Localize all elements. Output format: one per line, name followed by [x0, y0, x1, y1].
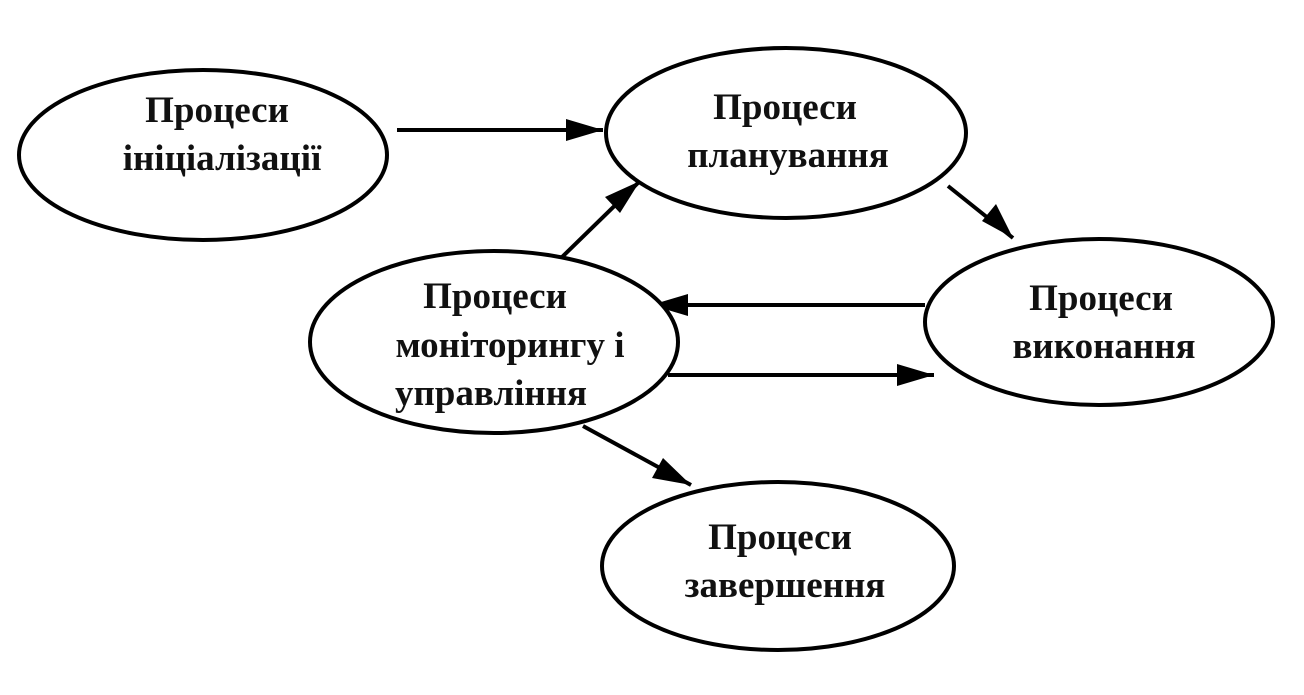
edge-monitoring-to-planning [557, 179, 642, 262]
node-planning: Процеси планування [604, 46, 968, 220]
node-monitoring: Процеси моніторингу і управління [308, 249, 680, 435]
node-execution-line-1: Процеси [1029, 278, 1173, 319]
arrowhead [566, 119, 603, 141]
edge-planning-to-execution [946, 184, 1015, 240]
node-monitoring-line-1: Процеси [423, 276, 567, 317]
node-closing: Процеси завершення [600, 480, 956, 652]
node-monitoring-line-3: управління [395, 373, 587, 414]
node-execution-line-2: виконання [1012, 326, 1195, 367]
node-monitoring-line-2: моніторингу і [395, 325, 624, 366]
node-execution: Процеси виконання [923, 237, 1275, 407]
node-closing-line-2: завершення [685, 565, 886, 606]
arrowhead [652, 458, 691, 485]
edge-execution-to-monitoring [651, 294, 925, 316]
node-planning-line-1: Процеси [713, 87, 857, 128]
node-initiation-line-1: Процеси [145, 90, 289, 131]
node-planning-line-2: планування [687, 135, 889, 176]
arrowhead [605, 181, 640, 213]
node-initiation-line-2: ініціалізації [123, 138, 322, 179]
arrowhead [897, 364, 934, 386]
arrowhead [982, 204, 1013, 238]
edge-monitoring-to-closing [582, 424, 692, 487]
node-initiation: Процеси ініціалізації [17, 68, 389, 242]
edge-monitoring-to-execution [668, 364, 934, 386]
arrowhead [651, 294, 688, 316]
edge-initiation-to-planning [397, 119, 603, 141]
node-closing-line-1: Процеси [708, 517, 852, 558]
